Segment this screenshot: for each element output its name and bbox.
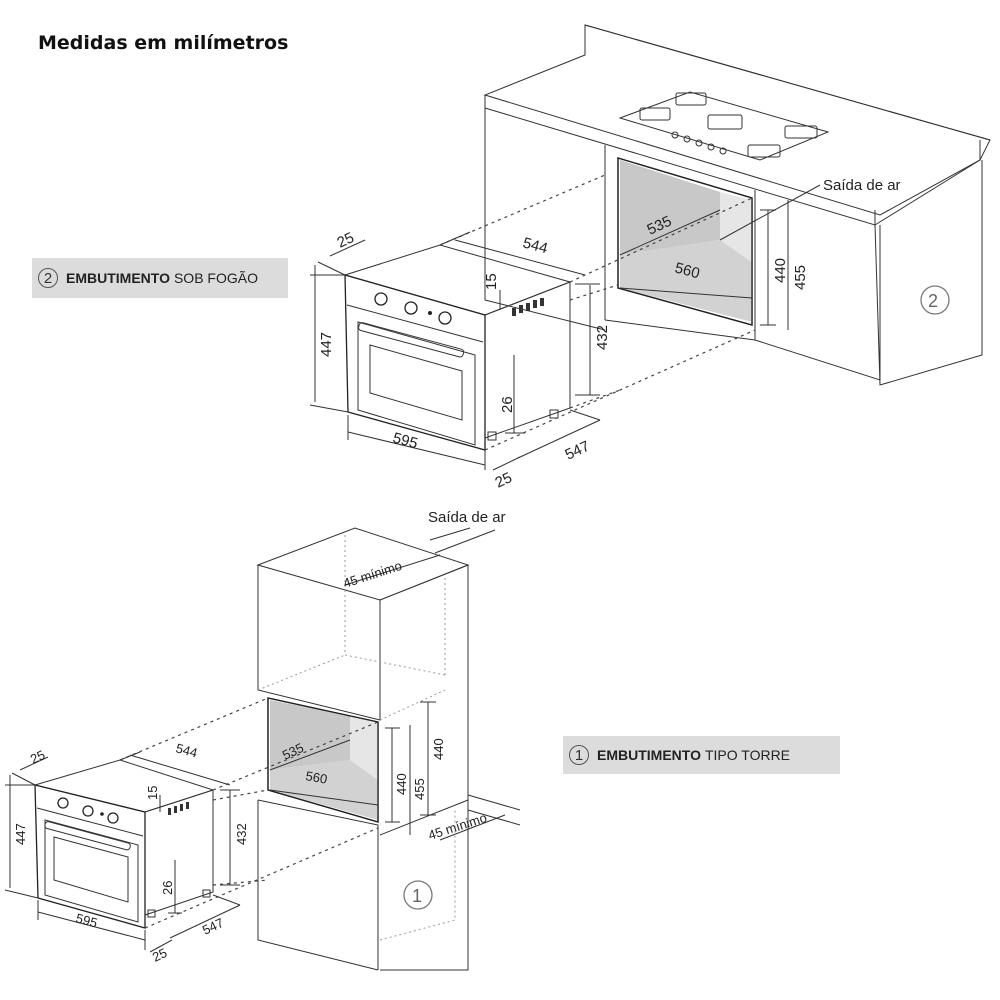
tower-cabinet	[256, 527, 470, 971]
dim-560-b: 560	[304, 768, 328, 787]
dim-544-b: 544	[174, 740, 199, 760]
bottom-dimension-lines	[4, 527, 521, 953]
dim-455: 455	[792, 265, 809, 290]
section-2-bold: EMBUTIMENTO	[66, 270, 170, 286]
min-45-top: 45 mínimo	[341, 558, 403, 591]
marker-1-circle	[403, 880, 433, 910]
dim-595-b: 595	[74, 910, 99, 930]
dim-595: 595	[391, 429, 420, 452]
dim-547: 547	[563, 438, 593, 464]
cooktop	[618, 91, 830, 161]
dim-440-opening-b: 440	[394, 773, 409, 795]
marker-1: 1	[412, 886, 422, 906]
section-2-label: 2 EMBUTIMENTO SOB FOGÃO	[32, 258, 288, 298]
bottom-dimension-labels: 25 544 15 447 432 26 595 547 25 535 560 …	[13, 509, 506, 965]
dim-25-door: 25	[493, 469, 515, 491]
dim-26-b: 26	[160, 881, 175, 895]
dim-25-depth-b: 25	[28, 747, 47, 767]
section-2-number: 2	[38, 268, 58, 288]
section-2-rest: SOB FOGÃO	[173, 270, 258, 286]
dim-432-b: 432	[234, 823, 249, 845]
dim-560: 560	[673, 259, 702, 282]
air-outlet-label-bottom: Saída de ar	[428, 509, 506, 526]
dim-455-b: 455	[412, 778, 427, 800]
kitchen-counter	[483, 24, 991, 386]
air-outlet-label-top: Saída de ar	[823, 177, 901, 194]
oven-bottom	[33, 759, 215, 929]
section-1-bold: EMBUTIMENTO	[597, 747, 701, 763]
dim-440-space-b: 440	[431, 738, 446, 760]
oven-top	[343, 244, 572, 451]
section-1-rest: TIPO TORRE	[704, 747, 791, 763]
dim-432: 432	[594, 325, 611, 350]
dim-447: 447	[318, 332, 335, 357]
bottom-guide-lines	[119, 697, 379, 929]
dim-447-b: 447	[13, 823, 28, 845]
dim-15-b: 15	[145, 786, 160, 800]
dim-15: 15	[483, 273, 500, 290]
marker-2: 2	[928, 291, 938, 311]
dim-544: 544	[521, 234, 550, 257]
dim-547-b: 547	[200, 915, 226, 938]
marker-2-circle	[920, 285, 950, 315]
top-dimension-lines	[309, 184, 821, 471]
dim-440: 440	[772, 258, 789, 283]
dim-25-door-b: 25	[150, 945, 169, 965]
dim-25-depth: 25	[335, 229, 357, 251]
section-1-number: 1	[569, 745, 589, 765]
page-title: Medidas em milímetros	[38, 32, 289, 54]
section-1-label: 1 EMBUTIMENTO TIPO TORRE	[563, 736, 840, 774]
dim-26: 26	[499, 396, 516, 413]
